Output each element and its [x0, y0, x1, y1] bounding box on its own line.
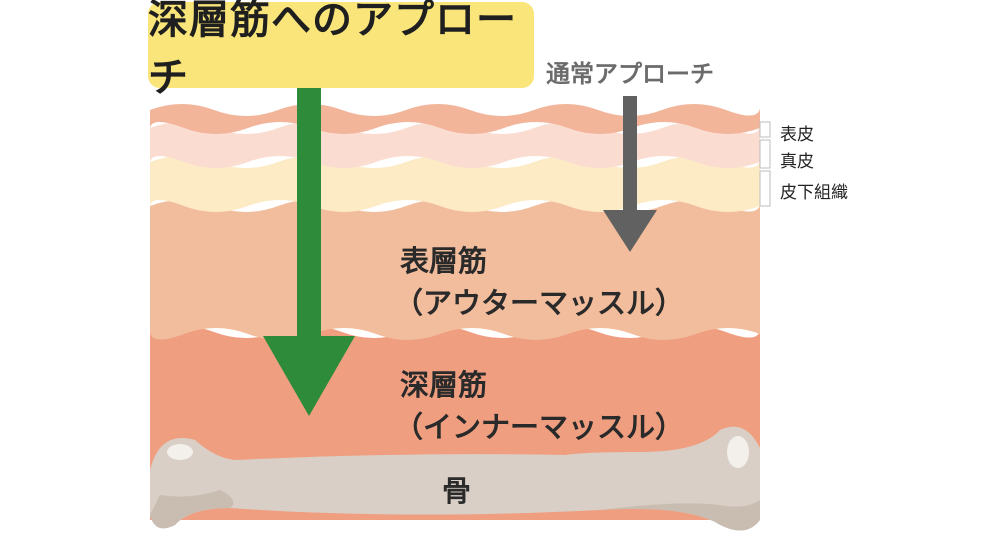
inner-muscle-sub: （インナーマッスル） [394, 410, 685, 444]
subcutaneous-label: 皮下組織 [780, 183, 848, 203]
outer-muscle-sub: （アウターマッスル） [394, 286, 685, 320]
deep-approach-title: 深層筋へのアプローチ [148, 0, 534, 101]
normal-approach-label: 通常アプローチ [546, 60, 714, 88]
outer-muscle-label: 表層筋 （アウターマッスル） [394, 240, 684, 324]
inner-muscle-name: 深層筋 [400, 368, 488, 402]
dermis-label: 真皮 [780, 152, 814, 172]
layer-brackets [759, 121, 771, 207]
normal-approach-arrow [603, 96, 657, 252]
bone-label: 骨 [442, 474, 472, 508]
epidermis-label: 表皮 [780, 125, 814, 145]
deep-approach-arrow [263, 88, 355, 416]
bone-shape [150, 426, 760, 531]
inner-muscle-label: 深層筋 （インナーマッスル） [394, 364, 684, 448]
outer-muscle-name: 表層筋 [400, 244, 488, 278]
